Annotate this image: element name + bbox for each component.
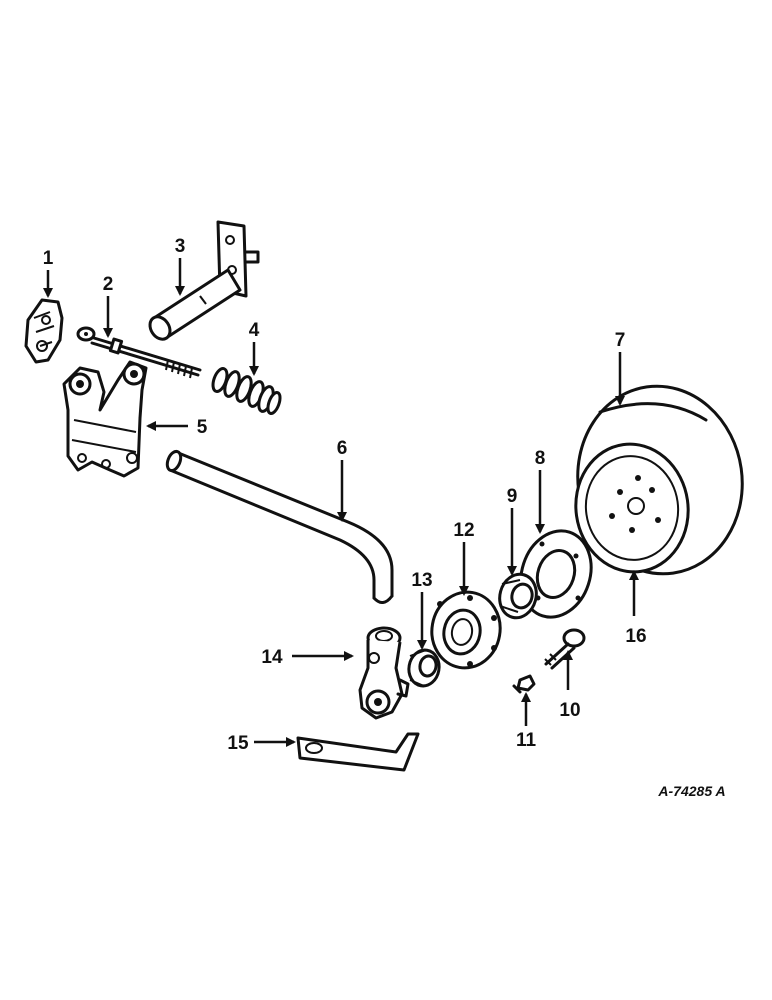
callout-5: 5: [197, 417, 208, 438]
part-2-eye-bolt: [76, 326, 202, 379]
callout-10: 10: [559, 700, 580, 721]
part-11-wing-nut: [512, 674, 536, 694]
callout-14: 14: [261, 647, 283, 668]
part-10-bolt: [544, 628, 586, 670]
part-15-angle-plate: [296, 732, 420, 772]
part-7-wheel-rim: [574, 384, 744, 576]
part-1-latch-bracket: [24, 298, 64, 364]
callout-15: 15: [227, 733, 249, 754]
callout-13: 13: [411, 570, 432, 591]
drawing-reference: A-74285 A: [657, 783, 725, 799]
part-4-spring: [211, 367, 282, 415]
leader-arrows: [43, 258, 639, 747]
part-12-hub: [430, 590, 502, 670]
part-14-arm-clamp: [358, 626, 410, 720]
callout-6: 6: [337, 438, 348, 459]
callout-8: 8: [535, 448, 546, 469]
callout-16: 16: [625, 626, 646, 647]
part-3-pivot-pin: [148, 220, 260, 341]
part-6-bent-shaft: [165, 449, 394, 604]
part-13-bushing: [407, 648, 441, 688]
callout-2: 2: [103, 274, 114, 295]
callout-4: 4: [249, 320, 260, 341]
callout-11: 11: [516, 730, 537, 751]
part-5-frame-bracket: [62, 360, 148, 478]
callout-12: 12: [453, 520, 474, 541]
callout-3: 3: [175, 236, 186, 257]
callout-7: 7: [615, 330, 626, 351]
callout-9: 9: [507, 486, 518, 507]
part-8-gasket: [519, 529, 593, 619]
part-9-bearing: [498, 572, 538, 620]
callout-1: 1: [43, 248, 54, 269]
